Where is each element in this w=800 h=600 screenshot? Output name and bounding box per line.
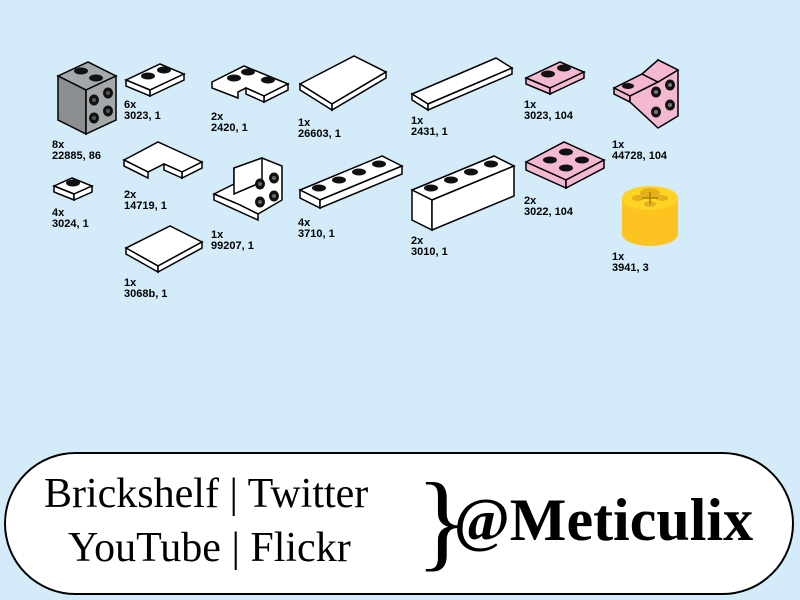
- part-number: 26603, 1: [298, 128, 341, 140]
- part-caption: 2x 2420, 1: [211, 112, 248, 134]
- plate-1x4-icon: [298, 152, 404, 214]
- bracket-inverted-icon: [212, 156, 284, 222]
- part-number: 2420, 1: [211, 122, 248, 134]
- part-number: 3941, 3: [612, 262, 649, 274]
- part-number: 3022, 104: [524, 206, 573, 218]
- part-caption: 6x 3023, 1: [124, 100, 161, 122]
- part-quantity: 1x: [211, 229, 224, 241]
- tile-2x2-icon: [124, 222, 204, 280]
- brick-1x4-icon: [410, 150, 516, 234]
- part-number: 3710, 1: [298, 228, 335, 240]
- part-caption: 2x 3022, 104: [524, 196, 573, 218]
- round-brick-2x2-icon: [620, 176, 680, 248]
- part-quantity: 1x: [612, 251, 625, 263]
- part-caption: 2x 14719, 1: [124, 190, 167, 212]
- author-handle: @Meticulix: [454, 487, 754, 553]
- part-caption: 1x 3941, 3: [612, 252, 649, 274]
- part-quantity: 2x: [524, 195, 537, 207]
- part-number: 44728, 104: [612, 150, 668, 162]
- part-quantity: 2x: [211, 111, 224, 123]
- part-number: 3023, 1: [124, 110, 161, 122]
- brick-2x2-side-studs-icon: [52, 60, 122, 138]
- part-quantity: 1x: [298, 117, 311, 129]
- part-caption: 1x 44728, 104: [612, 140, 667, 162]
- part-quantity: 8x: [52, 139, 65, 151]
- plate-1x2-icon: [124, 58, 186, 98]
- part-number: 3023, 104: [524, 110, 573, 122]
- part-caption: 4x 3710, 1: [298, 218, 335, 240]
- tile-2x4-icon: [298, 54, 388, 120]
- part-number: 2431, 1: [411, 126, 448, 138]
- part-caption: 1x 26603, 1: [298, 118, 341, 140]
- part-quantity: 1x: [612, 139, 625, 151]
- part-quantity: 4x: [298, 217, 311, 229]
- credits-banner: Brickshelf | Twitter YouTube | Flickr } …: [4, 452, 794, 595]
- part-quantity: 1x: [124, 277, 137, 289]
- plate-2x2-icon: [524, 136, 608, 192]
- curly-brace: }: [416, 462, 468, 581]
- plate-1x1-icon: [52, 170, 96, 204]
- social-links-line-1: Brickshelf | Twitter: [44, 471, 369, 517]
- part-caption: 8x 22885, 86: [52, 140, 101, 162]
- plate-corner-icon: [210, 60, 290, 106]
- part-caption: 1x 3068b, 1: [124, 278, 167, 300]
- social-links-line-2: YouTube | Flickr: [68, 525, 351, 571]
- plate-1x2-icon: [524, 56, 586, 96]
- part-caption: 1x 2431, 1: [411, 116, 448, 138]
- part-caption: 4x 3024, 1: [52, 208, 89, 230]
- bracket-1x2-2x2-icon: [612, 56, 682, 136]
- part-number: 99207, 1: [211, 240, 254, 252]
- part-number: 3024, 1: [52, 218, 89, 230]
- part-quantity: 2x: [124, 189, 137, 201]
- part-quantity: 6x: [124, 99, 137, 111]
- part-quantity: 1x: [411, 115, 424, 127]
- part-caption: 1x 99207, 1: [211, 230, 254, 252]
- part-quantity: 1x: [524, 99, 537, 111]
- part-quantity: 4x: [52, 207, 65, 219]
- tile-1x4-icon: [410, 56, 514, 116]
- part-quantity: 2x: [411, 235, 424, 247]
- part-number: 3010, 1: [411, 246, 448, 258]
- part-number: 3068b, 1: [124, 288, 168, 300]
- part-number: 14719, 1: [124, 200, 167, 212]
- part-caption: 1x 3023, 104: [524, 100, 573, 122]
- part-number: 22885, 86: [52, 150, 101, 162]
- tile-corner-icon: [122, 140, 204, 184]
- part-caption: 2x 3010, 1: [411, 236, 448, 258]
